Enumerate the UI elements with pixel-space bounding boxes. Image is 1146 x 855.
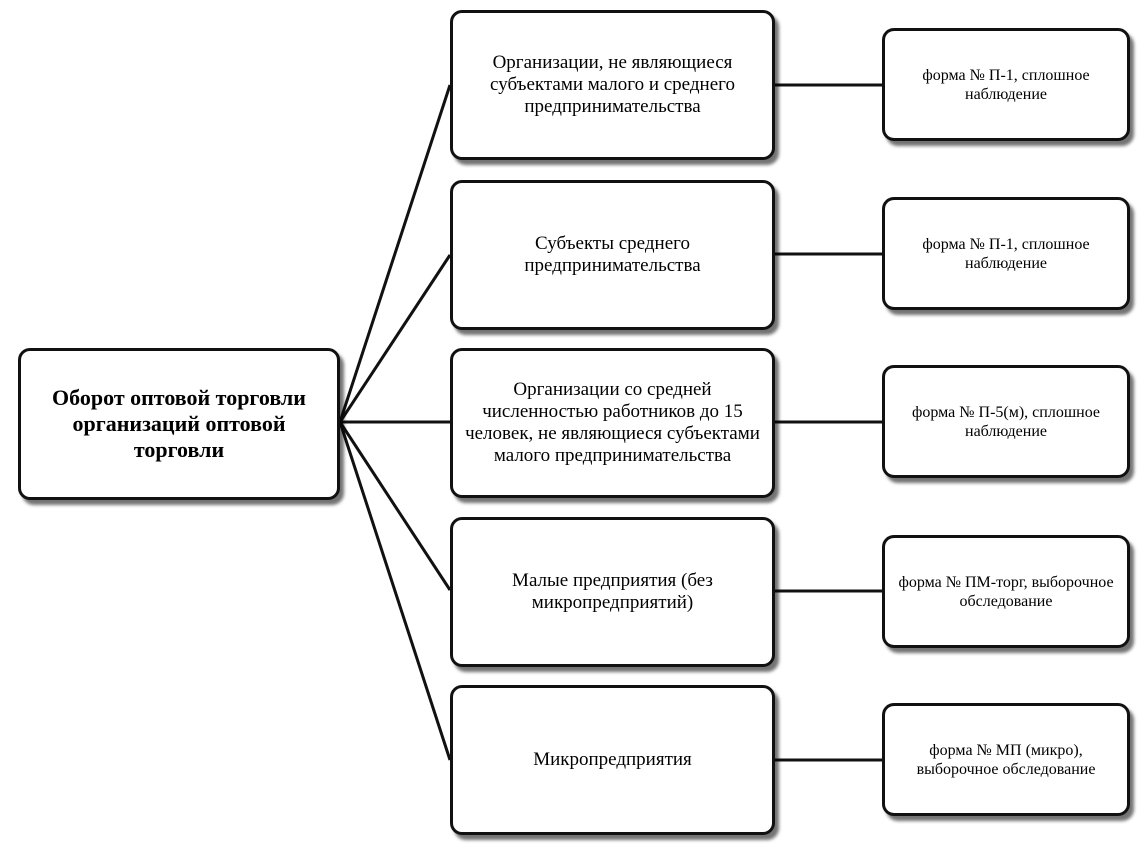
connector-root-to-cat-4 — [338, 421, 452, 761]
root-node: Оборот оптовой торговли организаций опто… — [18, 348, 340, 500]
category-node: Малые предприятия (без микропредприятий) — [450, 517, 775, 667]
form-label: форма № П-1, сплошное наблюдение — [922, 235, 1090, 272]
category-node: Субъекты среднего предпринимательства — [450, 180, 775, 330]
form-label: форма № П-1, сплошное наблюдение — [922, 66, 1090, 103]
category-node: Организации, не являющиеся субъектами ма… — [450, 10, 775, 160]
category-label: Субъекты среднего предпринимательства — [524, 233, 701, 276]
root-label: Оборот оптовой торговли организаций опто… — [52, 385, 306, 462]
connector-root-to-cat-3 — [338, 421, 452, 591]
category-label: Организации, не являющиеся субъектами ма… — [490, 52, 735, 117]
category-label: Микропредприятия — [533, 749, 692, 770]
connector-root-to-cat-1 — [338, 254, 452, 423]
category-node: Микропредприятия — [450, 685, 775, 835]
category-node: Организации со средней численностью рабо… — [450, 348, 775, 498]
form-node: форма № П-5(м), сплошное наблюдение — [882, 365, 1130, 478]
form-label: форма № П-5(м), сплошное наблюдение — [912, 403, 1100, 440]
form-label: форма № ПМ-торг, выборочное обследование — [898, 573, 1114, 610]
connector-root-to-cat-0 — [338, 84, 452, 423]
form-node: форма № П-1, сплошное наблюдение — [882, 28, 1130, 141]
form-node: форма № ПМ-торг, выборочное обследование — [882, 535, 1130, 648]
form-node: форма № П-1, сплошное наблюдение — [882, 197, 1130, 310]
category-label: Малые предприятия (без микропредприятий) — [512, 570, 713, 613]
form-node: форма № МП (микро), выборочное обследова… — [882, 703, 1130, 816]
form-label: форма № МП (микро), выборочное обследова… — [916, 741, 1096, 778]
category-label: Организации со средней численностью рабо… — [465, 379, 760, 466]
